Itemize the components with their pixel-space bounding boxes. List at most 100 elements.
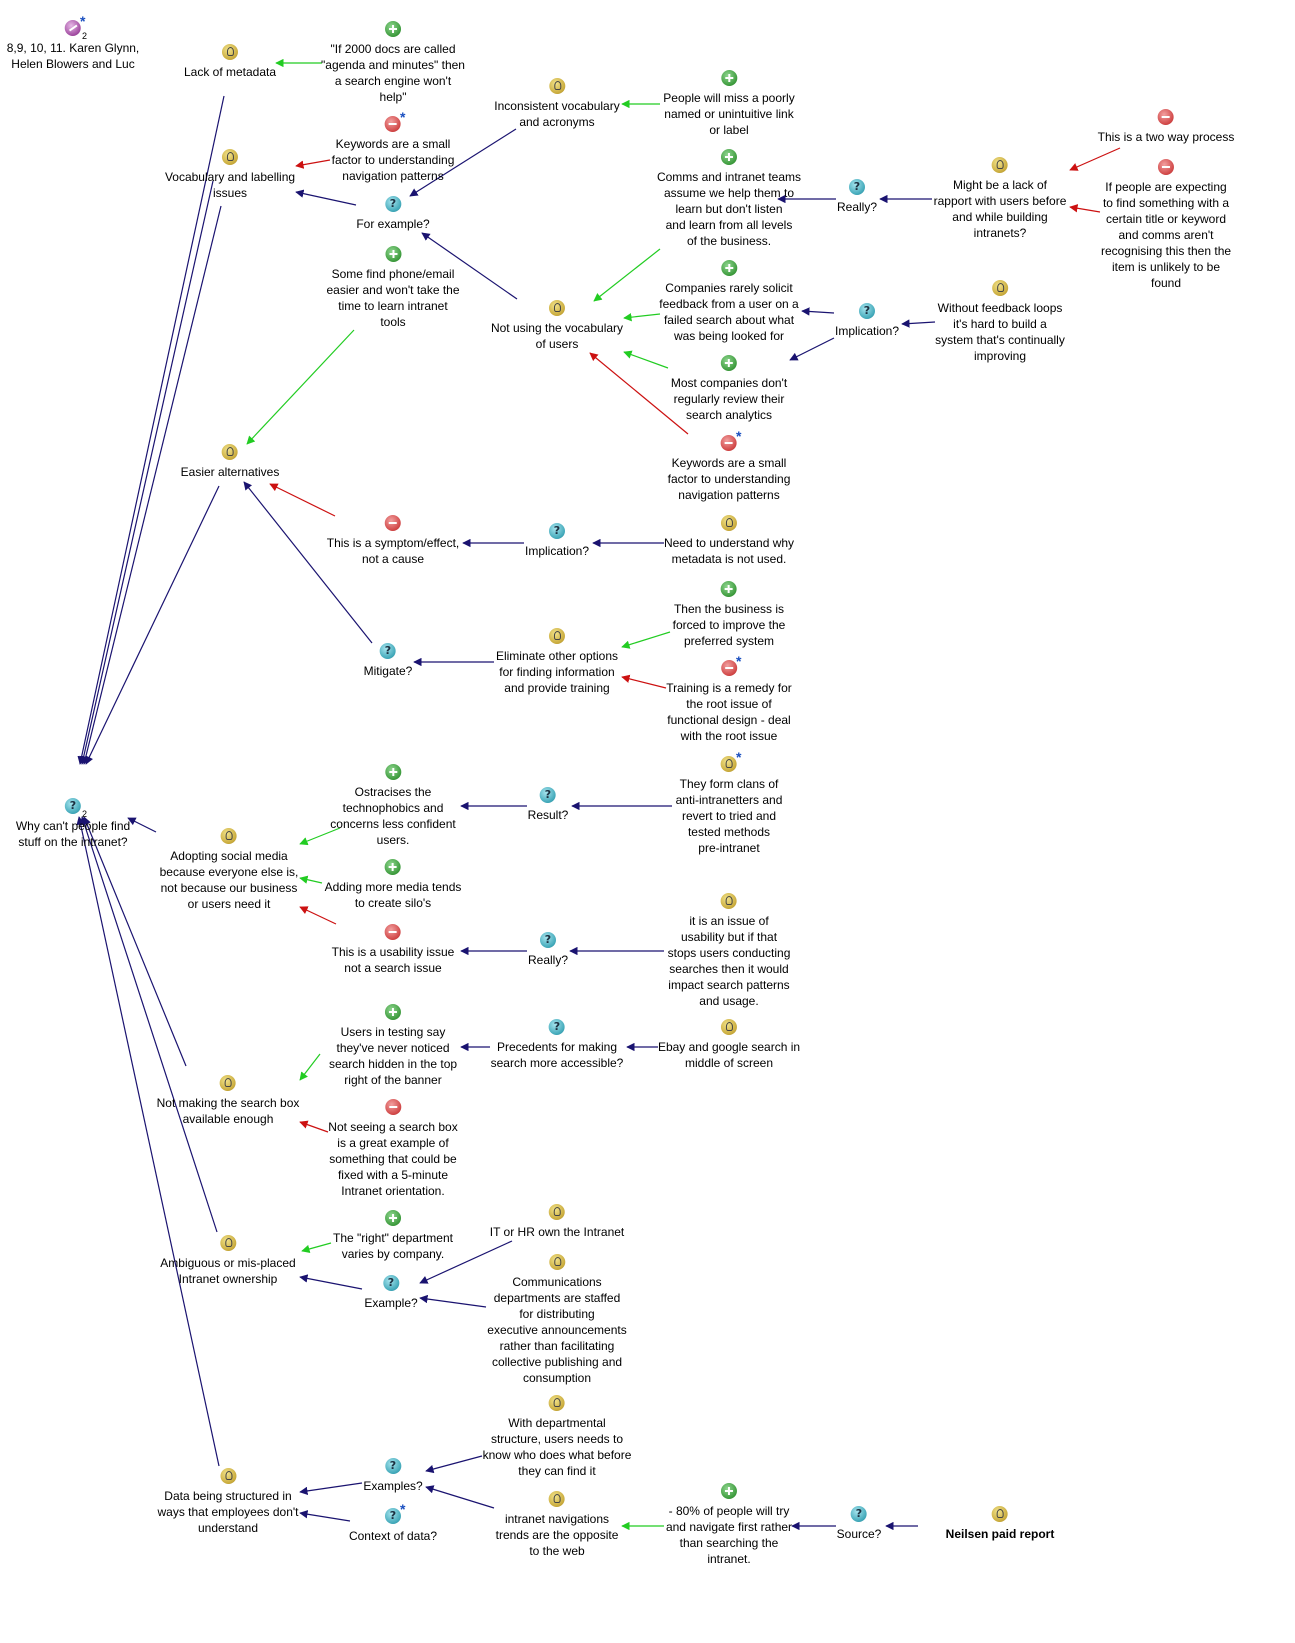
idea-icon[interactable] [549, 78, 565, 94]
node-mitigate[interactable]: Mitigate? [364, 643, 412, 679]
node-rarelySolicit[interactable]: Companies rarely solicit feedback from a… [659, 260, 799, 344]
pro-icon[interactable] [720, 1483, 737, 1499]
node-eightyPct[interactable]: - 80% of people will try and navigate fi… [666, 1483, 792, 1567]
node-inconsistent[interactable]: Inconsistent vocabulary and acronyms [494, 78, 620, 130]
idea-icon[interactable] [221, 149, 238, 165]
node-ebay[interactable]: Ebay and google search in middle of scre… [658, 1019, 800, 1071]
node-dataStruct[interactable]: Data being structured in ways that emplo… [157, 1468, 299, 1536]
node-clans[interactable]: *They form clans of anti-intranetters an… [676, 750, 783, 856]
node-root[interactable]: 2Why can't people find stuff on the intr… [16, 798, 130, 850]
idea-icon[interactable] [548, 1204, 565, 1220]
pro-icon[interactable] [385, 21, 401, 37]
con-icon[interactable] [1158, 159, 1174, 175]
con-icon[interactable]: * [385, 110, 405, 132]
idea-icon[interactable] [222, 444, 238, 460]
node-rightDept[interactable]: The "right" department varies by company… [333, 1210, 453, 1262]
idea-icon[interactable] [549, 1491, 565, 1507]
node-vocabIssues[interactable]: Vocabulary and labelling issues [165, 149, 295, 201]
pro-icon[interactable] [385, 1004, 401, 1020]
idea-icon[interactable] [222, 44, 238, 60]
idea-icon[interactable] [549, 1254, 565, 1270]
node-needUnderstand[interactable]: Need to understand why metadata is not u… [664, 515, 794, 567]
node-adopting[interactable]: Adopting social media because everyone e… [160, 828, 298, 912]
node-usersTesting[interactable]: Users in testing say they've never notic… [329, 1004, 457, 1088]
con-icon[interactable] [1158, 109, 1174, 125]
question-icon[interactable]: * [385, 1502, 405, 1524]
idea-icon[interactable] [220, 1075, 236, 1091]
question-icon[interactable] [385, 1458, 401, 1474]
pro-icon[interactable] [720, 260, 737, 276]
node-keywords1[interactable]: *Keywords are a small factor to understa… [332, 110, 455, 184]
question-icon[interactable] [849, 179, 865, 195]
idea-icon[interactable] [548, 300, 565, 316]
node-lackMeta[interactable]: Lack of metadata [184, 44, 276, 80]
pro-icon[interactable] [384, 246, 401, 262]
node-symptom[interactable]: This is a symptom/effect, not a cause [327, 515, 459, 567]
node-commsDept[interactable]: Communications departments are staffed f… [487, 1254, 627, 1386]
idea-icon[interactable] [221, 828, 237, 844]
node-eliminate[interactable]: Eliminate other options for finding info… [496, 628, 618, 696]
node-neilsen[interactable]: Neilsen paid report [946, 1506, 1054, 1542]
idea-icon[interactable] [991, 1506, 1008, 1522]
idea-icon[interactable] [992, 280, 1008, 296]
question-icon[interactable]: 2 [64, 798, 87, 819]
node-searchBox[interactable]: Not making the search box available enou… [157, 1075, 299, 1127]
question-icon[interactable] [549, 523, 565, 539]
node-trends[interactable]: intranet navigations trends are the oppo… [496, 1491, 618, 1559]
node-issueUsability[interactable]: it is an issue of usability but if that … [668, 893, 790, 1009]
idea-icon[interactable] [219, 1468, 236, 1484]
question-icon[interactable] [383, 1275, 399, 1291]
node-docs2000[interactable]: "If 2000 docs are called "agenda and min… [321, 21, 465, 105]
node-feedbackLoops[interactable]: Without feedback loops it's hard to buil… [935, 280, 1065, 364]
idea-icon[interactable] [720, 1019, 737, 1035]
pro-icon[interactable] [720, 355, 737, 371]
node-notVocab[interactable]: Not using the vocabulary of users [491, 300, 623, 352]
pro-icon[interactable] [721, 149, 737, 165]
idea-icon[interactable] [548, 628, 565, 644]
node-missLink[interactable]: People will miss a poorly named or unint… [663, 70, 795, 138]
idea-icon[interactable] [991, 157, 1008, 173]
node-keywords2[interactable]: *Keywords are a small factor to understa… [668, 429, 791, 503]
pro-icon[interactable] [720, 581, 737, 597]
node-phoneEmail[interactable]: Some find phone/email easier and won't t… [326, 246, 460, 330]
node-exampleQ[interactable]: Example? [364, 1275, 418, 1311]
node-sourceQ[interactable]: Source? [837, 1506, 881, 1542]
question-icon[interactable] [379, 643, 396, 659]
pro-icon[interactable] [385, 764, 401, 780]
node-expecting[interactable]: If people are expecting to find somethin… [1101, 159, 1231, 291]
question-icon[interactable] [850, 1506, 867, 1522]
pro-icon[interactable] [385, 859, 401, 875]
node-notSeeing[interactable]: Not seeing a search box is a great examp… [328, 1099, 458, 1199]
node-implTop[interactable]: Implication? [835, 303, 899, 339]
node-easierAlt[interactable]: Easier alternatives [181, 444, 279, 480]
node-ambiguous[interactable]: Ambiguous or mis-placed Intranet ownersh… [160, 1235, 296, 1287]
node-usability[interactable]: This is a usability issue not a search i… [332, 924, 454, 976]
node-examplesQ[interactable]: Examples? [363, 1458, 423, 1494]
idea-icon[interactable] [548, 1395, 565, 1411]
node-itHr[interactable]: IT or HR own the Intranet [490, 1204, 624, 1240]
node-commsTeams[interactable]: Comms and intranet teams assume we help … [657, 149, 801, 249]
idea-icon[interactable] [721, 515, 737, 531]
question-icon[interactable] [859, 303, 875, 319]
question-icon[interactable] [385, 196, 401, 212]
node-deptStructure[interactable]: With departmental structure, users needs… [483, 1395, 631, 1479]
idea-icon[interactable] [721, 893, 737, 909]
con-icon[interactable] [385, 924, 401, 940]
idea-icon[interactable] [220, 1235, 236, 1251]
con-icon[interactable]: * [721, 429, 741, 451]
con-icon[interactable] [385, 515, 401, 531]
node-precedents[interactable]: Precedents for making search more access… [491, 1019, 623, 1071]
node-forExample[interactable]: For example? [356, 196, 430, 232]
node-implMid[interactable]: Implication? [525, 523, 589, 559]
node-twoWay[interactable]: This is a two way process [1098, 109, 1234, 145]
node-rapport[interactable]: Might be a lack of rapport with users be… [934, 157, 1066, 241]
node-training[interactable]: *Training is a remedy for the root issue… [666, 654, 792, 744]
pro-icon[interactable] [720, 70, 737, 86]
node-contextQ[interactable]: *Context of data? [349, 1502, 437, 1544]
node-ostracises[interactable]: Ostracises the technophobics and concern… [330, 764, 456, 848]
node-result[interactable]: Result? [528, 787, 568, 823]
question-icon[interactable] [540, 787, 556, 803]
idea-icon[interactable]: * [720, 750, 741, 772]
node-analytics[interactable]: Most companies don't regularly review th… [671, 355, 787, 423]
